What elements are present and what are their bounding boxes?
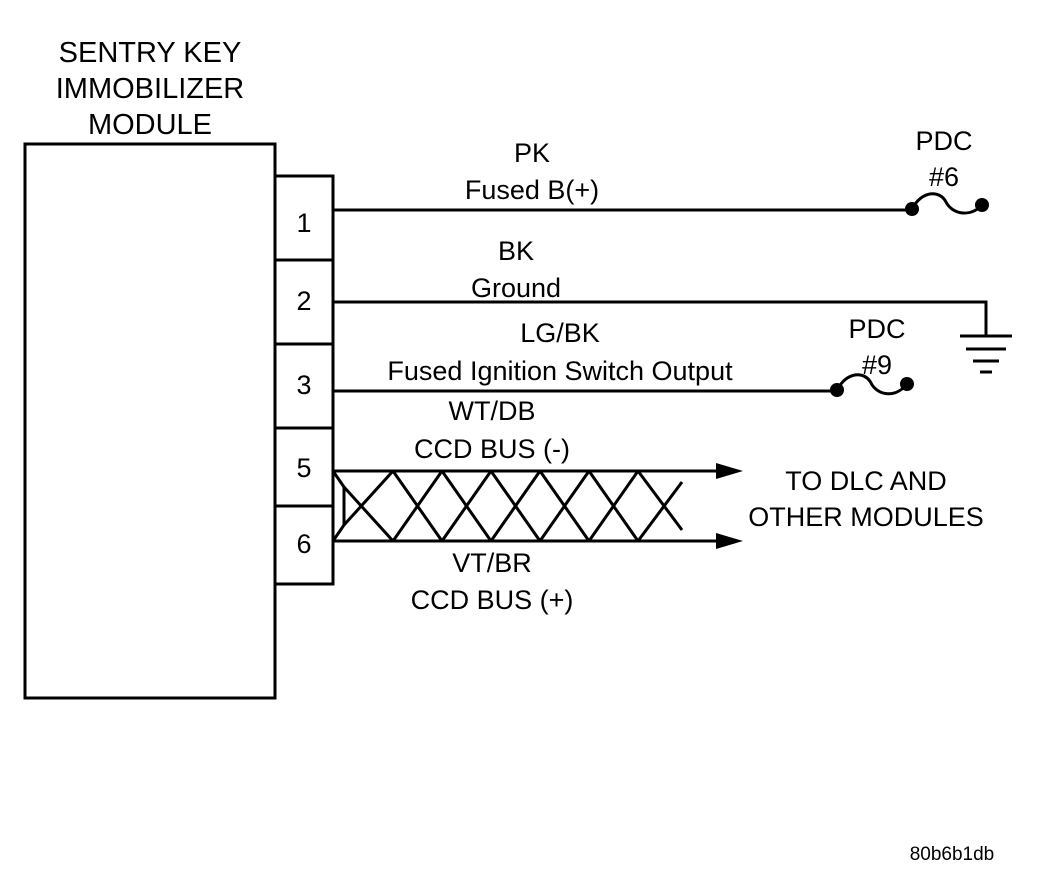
wire-pin-3: LG/BK Fused Ignition Switch Output xyxy=(333,318,835,393)
wire-pin-5-color: WT/DB xyxy=(449,396,536,426)
pin-3-number: 3 xyxy=(296,370,311,400)
arrow-right-icon xyxy=(716,533,743,549)
ccd-bus-twisted-pair: WT/DB CCD BUS (-) VT/BR CCD BUS (+) xyxy=(331,396,743,615)
twist-pattern xyxy=(331,469,684,543)
module-title: SENTRY KEY IMMOBILIZER MODULE xyxy=(56,37,245,141)
wire-pin-2-color: BK xyxy=(498,236,534,266)
ground-symbol-icon xyxy=(960,334,1012,374)
wire-pin-1-color: PK xyxy=(514,138,550,168)
wire-pin-3-circuit: Fused Ignition Switch Output xyxy=(387,356,733,386)
destination-label: TO DLC AND OTHER MODULES xyxy=(748,466,984,532)
destination-line-1: TO DLC AND xyxy=(785,466,947,496)
wire-pin-2-circuit: Ground xyxy=(471,273,561,303)
pin-5-cavity xyxy=(273,426,335,508)
wire-bk xyxy=(333,300,988,336)
connector: 1 2 3 5 6 xyxy=(273,174,335,586)
pin-5-number: 5 xyxy=(296,453,311,483)
fuse-6: PDC #6 xyxy=(905,126,989,216)
module-title-line-3: MODULE xyxy=(88,109,212,141)
fuse-9: PDC #9 xyxy=(830,314,914,397)
wire-pin-1: PK Fused B(+) xyxy=(333,138,912,212)
arrow-right-icon xyxy=(716,463,743,479)
fuse-9-line-1: PDC xyxy=(848,314,905,344)
pin-6-number: 6 xyxy=(296,529,311,559)
module-title-line-2: IMMOBILIZER xyxy=(56,73,245,105)
fuse-icon xyxy=(905,192,989,216)
immobilizer-module-box xyxy=(23,142,277,700)
wire-pin-2: BK Ground xyxy=(333,236,1012,374)
wire-pin-6-circuit: CCD BUS (+) xyxy=(411,585,574,615)
wire-pin-3-color: LG/BK xyxy=(520,318,600,348)
fuse-icon xyxy=(830,373,914,397)
fuse-9-line-2: #9 xyxy=(862,350,892,380)
module-title-line-1: SENTRY KEY xyxy=(59,37,242,69)
wire-pin-1-circuit: Fused B(+) xyxy=(465,175,599,205)
pin-6-cavity xyxy=(273,504,335,586)
destination-line-2: OTHER MODULES xyxy=(748,502,984,532)
fuse-6-line-1: PDC xyxy=(915,126,972,156)
pin-1-number: 1 xyxy=(296,208,311,238)
pin-2-number: 2 xyxy=(296,286,311,316)
figure-id: 80b6b1db xyxy=(910,844,995,865)
wire-pin-5-circuit: CCD BUS (-) xyxy=(414,434,570,464)
wire-pin-6-color: VT/BR xyxy=(452,548,532,578)
fuse-6-line-2: #6 xyxy=(929,162,959,192)
